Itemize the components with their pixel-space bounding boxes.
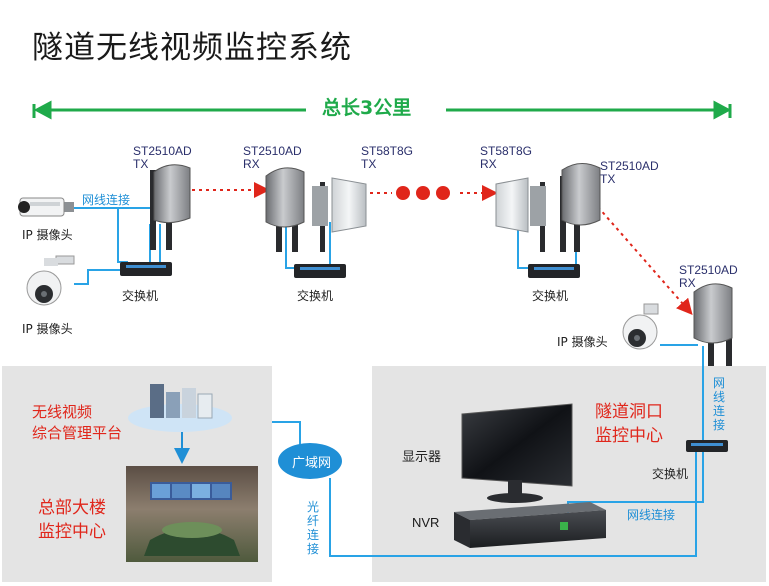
- device-mode: TX: [600, 172, 616, 186]
- ip-camera-bullet: [18, 197, 74, 217]
- diagram-title: 隧道无线视频监控系统: [32, 30, 352, 66]
- tunnel-center-label-line: 监控中心: [595, 426, 663, 446]
- antenna-rx2: [495, 177, 546, 252]
- device-model: ST58T8G: [480, 144, 533, 158]
- device-tx1: ST2510AD TX: [133, 145, 192, 171]
- device-mode: RX: [679, 276, 696, 290]
- switch-1: [120, 262, 172, 276]
- hq-center-label-line: 监控中心: [38, 522, 106, 542]
- radio-rx1: [265, 167, 305, 252]
- tunnel-center-label: 隧道洞口 监控中心: [595, 400, 663, 448]
- device-model: ST58T8G: [361, 144, 414, 158]
- device-rx2: ST58T8G RX: [480, 145, 532, 171]
- device-tx3: ST2510AD TX: [600, 160, 659, 186]
- device-model: ST2510AD: [243, 144, 302, 158]
- network-cable-label: 网线连接: [82, 193, 131, 207]
- hq-center-label: 总部大楼 监控中心: [38, 496, 106, 544]
- ip-camera-dome: [26, 255, 75, 306]
- wan-cloud: [278, 443, 342, 479]
- switch-4: [686, 440, 728, 452]
- nvr-label: NVR: [412, 515, 440, 530]
- relay-dots: [396, 186, 450, 200]
- device-mode: TX: [133, 157, 149, 171]
- switch-2: [294, 264, 346, 278]
- switch-label: 交换机: [122, 289, 159, 303]
- monitor: [461, 403, 573, 503]
- device-rx3: ST2510AD RX: [679, 264, 738, 290]
- wireless-links: [192, 182, 693, 316]
- ip-camera-dome-tunnel: [622, 303, 659, 350]
- device-model: ST2510AD: [600, 159, 659, 173]
- wan-label: 广域网: [292, 456, 332, 471]
- network-cable-vertical-label: 网线连接: [712, 376, 725, 432]
- antenna-tx2: [312, 177, 367, 252]
- platform-label-line: 无线视频: [32, 403, 93, 421]
- ip-camera-label: IP 摄像头: [557, 335, 608, 349]
- hq-center-label-line: 总部大楼: [38, 498, 106, 518]
- device-tx2: ST58T8G TX: [361, 145, 413, 171]
- tunnel-center-label-line: 隧道洞口: [595, 402, 663, 422]
- distance-label: 总长3公里: [322, 97, 412, 119]
- radio-rx3: [693, 283, 733, 366]
- radio-tx3: [560, 163, 601, 252]
- switch-label: 交换机: [532, 289, 569, 303]
- switch-3: [528, 264, 580, 278]
- device-model: ST2510AD: [133, 144, 192, 158]
- device-mode: TX: [361, 157, 377, 171]
- ip-camera-label: IP 摄像头: [22, 228, 73, 242]
- switch-label: 交换机: [652, 467, 689, 481]
- platform-label-line: 综合管理平台: [32, 424, 123, 442]
- platform-label: 无线视频 综合管理平台: [32, 402, 122, 444]
- device-model: ST2510AD: [679, 263, 738, 277]
- device-mode: RX: [243, 157, 260, 171]
- switch-label: 交换机: [297, 289, 334, 303]
- display-label: 显示器: [402, 450, 442, 465]
- network-cable-label: 网线连接: [627, 508, 676, 522]
- device-rx1: ST2510AD RX: [243, 145, 302, 171]
- fiber-label: 光纤连接: [306, 500, 319, 556]
- ip-camera-label: IP 摄像头: [22, 322, 73, 336]
- control-room-photo: [126, 466, 258, 562]
- nvr-device: [454, 502, 606, 548]
- platform-servers: [128, 384, 232, 432]
- distance-arrow: [32, 100, 732, 120]
- device-mode: RX: [480, 157, 497, 171]
- radio-tx1: [150, 164, 191, 250]
